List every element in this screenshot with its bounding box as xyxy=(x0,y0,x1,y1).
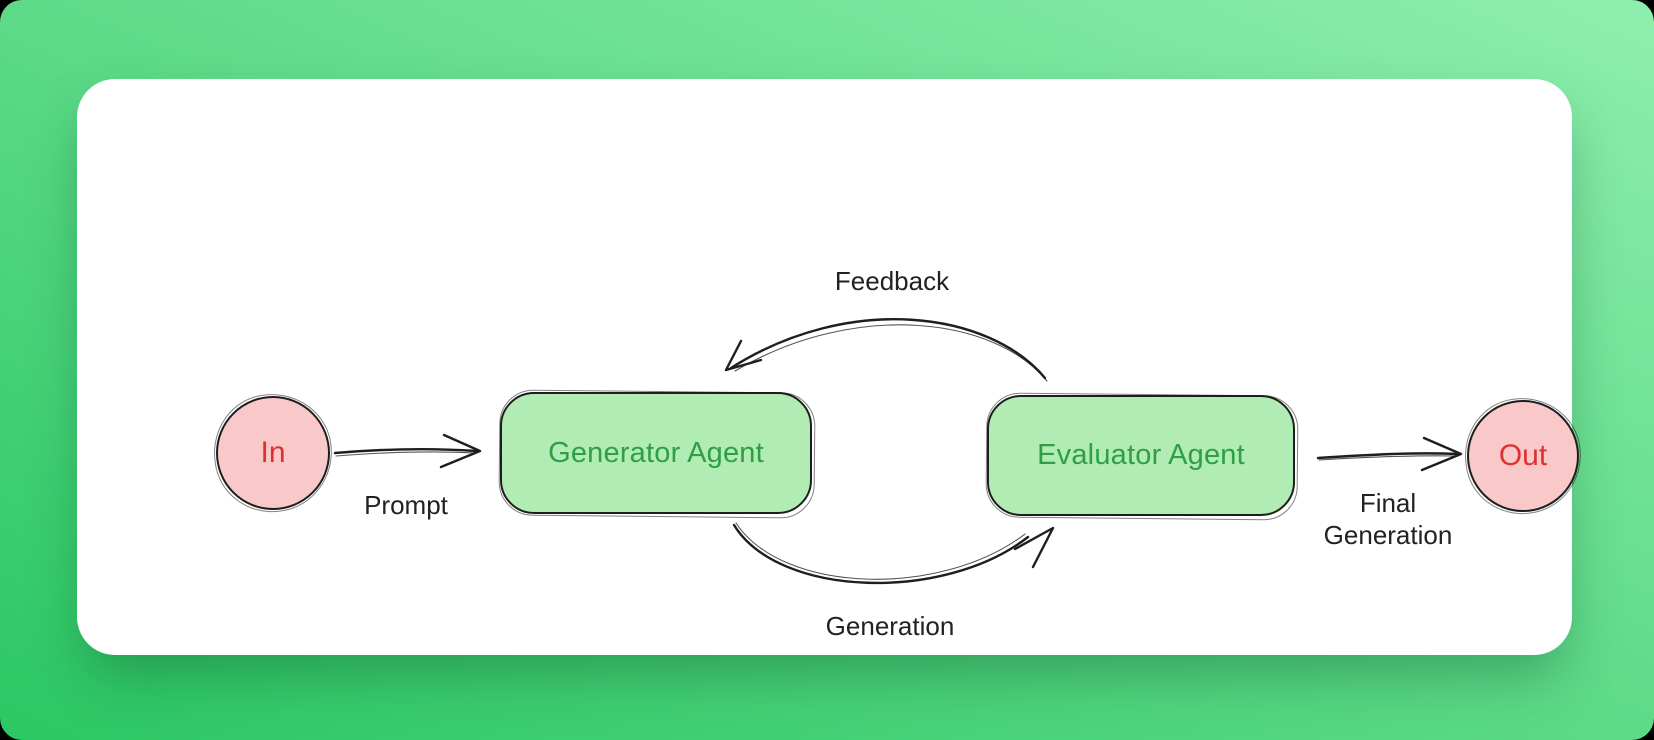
edge-label-generation: Generation xyxy=(825,611,955,641)
prompt-arrow xyxy=(333,433,482,469)
node-generator-agent: Generator Agent xyxy=(500,392,812,514)
feedback-arrow xyxy=(724,318,1048,382)
generation-arrow xyxy=(732,522,1055,585)
node-generator-agent-label: Generator Agent xyxy=(548,436,764,469)
node-evaluator-agent: Evaluator Agent xyxy=(987,395,1295,516)
node-out: Out xyxy=(1467,400,1579,512)
node-in: In xyxy=(216,396,330,510)
final-generation-arrow xyxy=(1316,436,1463,472)
node-evaluator-agent-label: Evaluator Agent xyxy=(1037,439,1245,471)
diagram-canvas: In Generator Agent Evaluator Agent Out P… xyxy=(77,79,1579,655)
node-in-label: In xyxy=(260,436,286,469)
edge-label-final-generation: Final Generation xyxy=(1323,488,1453,550)
node-out-label: Out xyxy=(1498,439,1548,472)
edge-label-feedback: Feedback xyxy=(834,266,950,296)
edge-label-prompt: Prompt xyxy=(364,490,448,520)
